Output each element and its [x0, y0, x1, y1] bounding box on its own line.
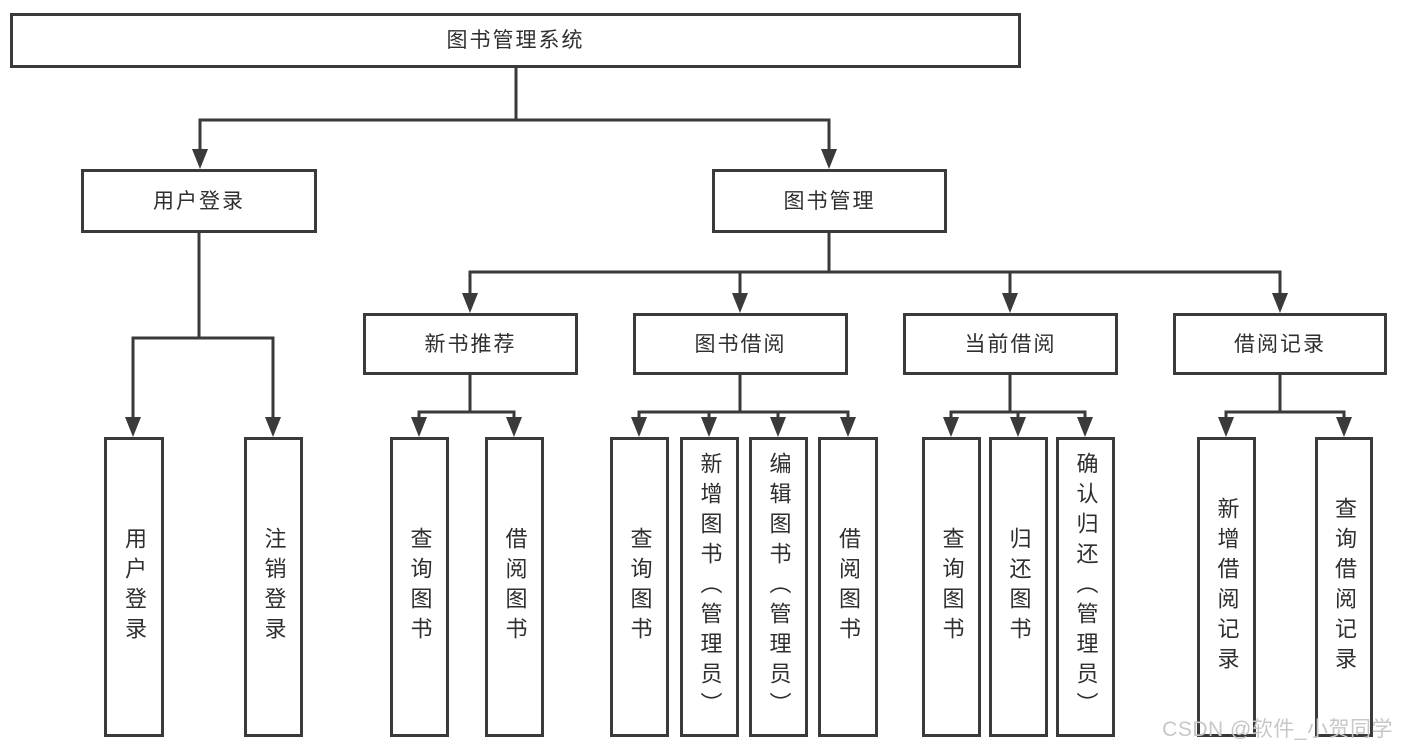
node-book-management-label: 图书管理: [783, 189, 876, 213]
leaf-confirm-return-admin: 确认归还（管理员）: [1056, 437, 1115, 737]
leaf-user-login-label: 用户登录: [122, 527, 147, 647]
leaf-edit-books-admin: 编辑图书（管理员）: [749, 437, 808, 737]
leaf-confirm-return-admin-label: 确认归还（管理员）: [1073, 452, 1099, 722]
leaf-borrow-books: 借阅图书: [818, 437, 878, 737]
leaf-user-login: 用户登录: [104, 437, 164, 737]
leaf-add-books-admin-label: 新增图书（管理员）: [697, 452, 723, 722]
leaf-logout: 注销登录: [244, 437, 303, 737]
leaf-query-borrow-record: 查询借阅记录: [1315, 437, 1373, 737]
node-borrow-record-label: 借阅记录: [1234, 332, 1326, 356]
leaf-logout-label: 注销登录: [261, 527, 287, 647]
leaf-query-borrow-record-label: 查询借阅记录: [1332, 497, 1357, 677]
leaf-query-books-current-label: 查询图书: [939, 527, 965, 647]
node-new-book-recommend-label: 新书推荐: [424, 332, 517, 356]
leaf-borrow-books-label: 借阅图书: [836, 527, 861, 647]
node-book-borrow-label: 图书借阅: [694, 332, 787, 356]
node-current-borrow: 当前借阅: [903, 313, 1118, 375]
leaf-query-books-recommend: 查询图书: [390, 437, 449, 737]
leaf-query-books-recommend-label: 查询图书: [407, 527, 433, 647]
leaf-query-books-current: 查询图书: [922, 437, 981, 737]
leaf-query-books-borrow-label: 查询图书: [627, 527, 653, 647]
leaf-add-borrow-record: 新增借阅记录: [1197, 437, 1256, 737]
node-current-borrow-label: 当前借阅: [964, 332, 1057, 356]
leaf-borrow-books-recommend: 借阅图书: [485, 437, 544, 737]
node-user-login-label: 用户登录: [153, 189, 245, 213]
csdn-watermark: CSDN @软件_小贺同学: [1162, 718, 1393, 741]
leaf-return-books-label: 归还图书: [1006, 527, 1032, 647]
leaf-edit-books-admin-label: 编辑图书（管理员）: [766, 452, 792, 722]
node-user-login: 用户登录: [81, 169, 317, 233]
node-book-borrow: 图书借阅: [633, 313, 848, 375]
node-borrow-record: 借阅记录: [1173, 313, 1387, 375]
node-new-book-recommend: 新书推荐: [363, 313, 578, 375]
node-book-management: 图书管理: [712, 169, 947, 233]
node-root-label: 图书管理系统: [446, 29, 585, 52]
leaf-borrow-books-recommend-label: 借阅图书: [502, 527, 528, 647]
leaf-add-borrow-record-label: 新增借阅记录: [1214, 497, 1240, 677]
node-root: 图书管理系统: [10, 13, 1021, 68]
leaf-add-books-admin: 新增图书（管理员）: [680, 437, 739, 737]
leaf-query-books-borrow: 查询图书: [610, 437, 669, 737]
leaf-return-books: 归还图书: [989, 437, 1048, 737]
